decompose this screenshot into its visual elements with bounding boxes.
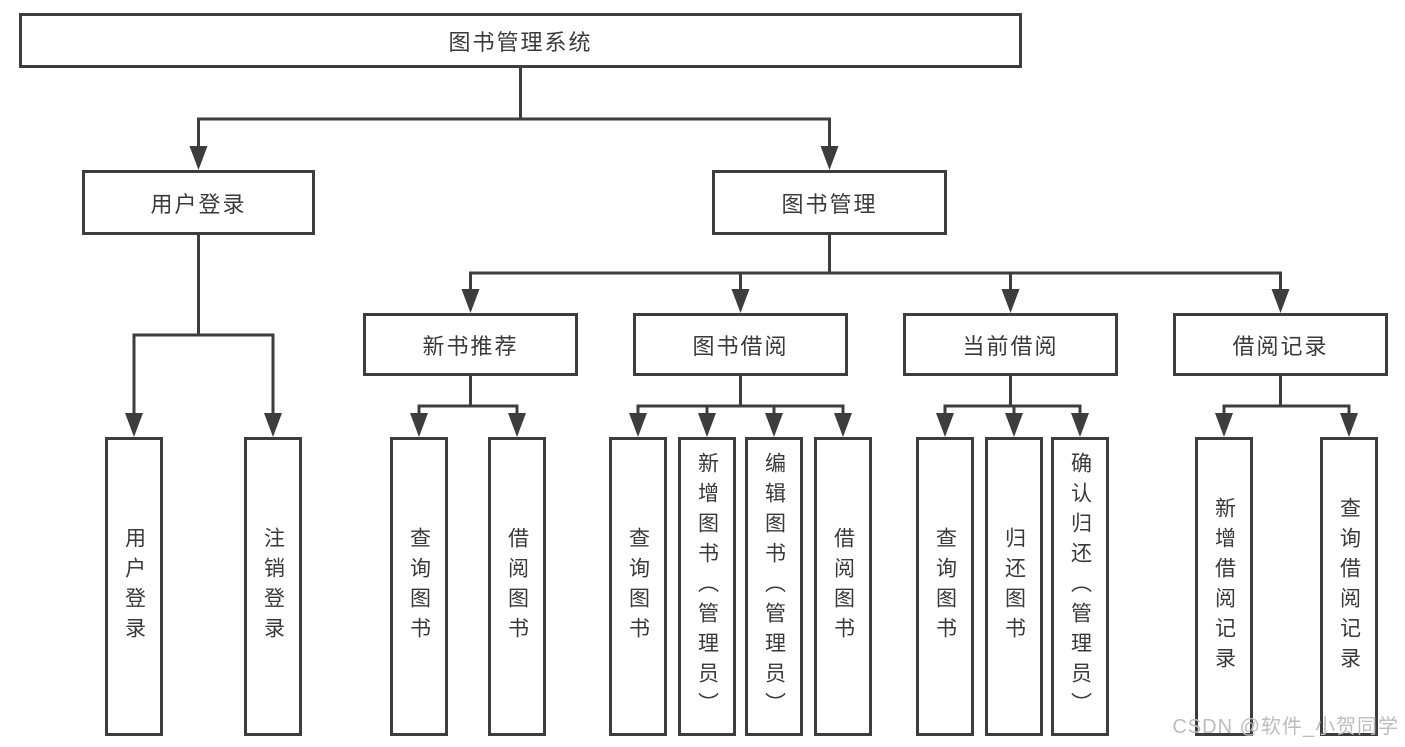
node-label: 编辑图书（管理员） <box>762 451 786 722</box>
branch-node: 图书管理 <box>712 170 947 235</box>
branch-node: 新书推荐 <box>363 313 578 376</box>
node-label: 归还图书 <box>1002 526 1026 647</box>
node-label: 查询借阅记录 <box>1337 496 1361 677</box>
node-label: 图书管理 <box>781 191 878 217</box>
leaf-node: 借阅图书 <box>488 437 546 736</box>
leaf-node: 新增图书（管理员） <box>678 437 736 736</box>
leaf-node: 借阅图书 <box>814 437 872 736</box>
node-label: 借阅图书 <box>831 526 855 647</box>
node-label: 借阅记录 <box>1232 333 1329 359</box>
node-label: 当前借阅 <box>962 333 1059 359</box>
leaf-node: 查询图书 <box>916 437 974 736</box>
branch-node: 图书借阅 <box>633 313 848 376</box>
leaf-node: 编辑图书（管理员） <box>745 437 803 736</box>
leaf-node: 新增借阅记录 <box>1195 437 1253 736</box>
node-label: 图书借阅 <box>692 333 789 359</box>
leaf-node: 查询借阅记录 <box>1320 437 1378 736</box>
node-label: 查询图书 <box>407 526 431 647</box>
node-label: 新增图书（管理员） <box>695 451 719 722</box>
leaf-node: 确认归还（管理员） <box>1051 437 1109 736</box>
node-label: 确认归还（管理员） <box>1068 451 1092 722</box>
branch-node: 当前借阅 <box>903 313 1118 376</box>
leaf-node: 注销登录 <box>244 437 302 736</box>
leaf-node: 查询图书 <box>390 437 448 736</box>
node-label: 新增借阅记录 <box>1212 496 1236 677</box>
node-label: 新书推荐 <box>422 333 519 359</box>
node-label: 注销登录 <box>261 526 285 647</box>
node-label: 查询图书 <box>933 526 957 647</box>
root-node: 图书管理系统 <box>19 13 1022 68</box>
branch-node: 借阅记录 <box>1173 313 1388 376</box>
node-label: 用户登录 <box>150 191 247 217</box>
node-label: 用户登录 <box>122 526 146 647</box>
leaf-node: 用户登录 <box>105 437 163 736</box>
node-label: 查询图书 <box>626 526 650 647</box>
leaf-node: 查询图书 <box>609 437 667 736</box>
watermark: CSDN @软件_小贺同学 <box>1172 716 1399 738</box>
branch-node: 用户登录 <box>82 170 315 235</box>
node-label: 借阅图书 <box>505 526 529 647</box>
node-label: 图书管理系统 <box>448 29 593 55</box>
leaf-node: 归还图书 <box>985 437 1043 736</box>
